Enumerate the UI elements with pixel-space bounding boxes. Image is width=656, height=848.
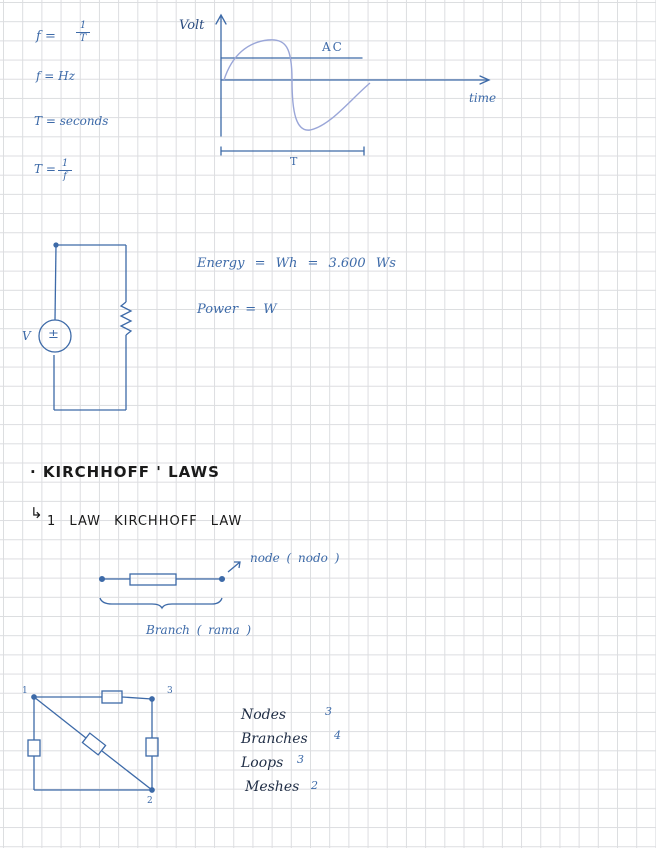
period-fraction: 1 f	[58, 159, 72, 182]
network-node-1-label: 1	[22, 686, 28, 696]
net-node-1-dot	[31, 694, 37, 700]
branch-label: Branch ( rama )	[146, 623, 252, 637]
circuit-corner-dot	[53, 242, 59, 248]
law1-arrow: ↳	[30, 504, 43, 522]
net-diagonal-lower	[101, 750, 153, 791]
branch-sketch	[98, 561, 241, 610]
node-label: node ( nodo )	[250, 551, 340, 565]
stat-label: Meshes	[245, 779, 300, 795]
frequency-formula-lhs: f =	[36, 29, 56, 44]
branch-brace	[99, 597, 223, 610]
waveform-graph	[215, 13, 491, 156]
wire-left-top	[54, 244, 57, 321]
net-wire-top-right	[121, 696, 153, 700]
period-fraction-numerator: 1	[61, 158, 69, 169]
period-unit: T = seconds	[34, 114, 109, 128]
stat-value: 2	[311, 779, 318, 792]
fraction-bar	[76, 32, 90, 33]
frequency-fraction-numerator: 1	[79, 20, 87, 31]
stat-value: 3	[325, 705, 332, 718]
period-formula-lhs: T =	[34, 162, 56, 176]
network-node-2-label: 2	[147, 796, 153, 806]
stat-label: Nodes	[241, 707, 287, 723]
fraction-bar	[58, 170, 72, 171]
net-resistor-left	[27, 739, 41, 757]
frequency-unit: f = Hz	[36, 69, 75, 83]
frequency-fraction-denominator: T	[79, 33, 87, 44]
sine-wave	[223, 39, 371, 131]
kirchhoff-heading: · KIRCHHOFF ' LAWS	[30, 463, 220, 481]
voltage-source-polarity: ±	[48, 327, 59, 342]
period-label: T	[290, 155, 298, 168]
resistor-zigzag	[119, 301, 133, 336]
network-sketch	[27, 690, 159, 793]
net-resistor-right	[145, 737, 159, 757]
branch-resistor	[129, 573, 177, 586]
ac-label: AC	[322, 40, 344, 54]
x-axis-arrowhead	[479, 75, 491, 85]
power-equation: Power = W	[197, 302, 277, 317]
net-diagonal-upper	[33, 696, 87, 739]
simple-circuit	[38, 242, 133, 411]
period-fraction-denominator: f	[63, 171, 67, 182]
branch-node-left	[98, 575, 106, 583]
y-axis-label: Volt	[179, 18, 205, 33]
net-node-2-dot	[149, 787, 155, 793]
y-axis-arrowhead	[215, 13, 227, 25]
stat-label: Loops	[241, 755, 284, 771]
x-axis-label: time	[469, 91, 497, 105]
voltage-source-label: V	[22, 329, 31, 343]
network-node-3-label: 3	[167, 686, 173, 696]
node-pointer-arrow	[227, 561, 241, 573]
frequency-fraction: 1 T	[76, 21, 90, 44]
net-node-3-dot	[149, 696, 155, 702]
stat-value: 3	[297, 753, 304, 766]
net-resistor-top	[101, 690, 123, 704]
stat-value: 4	[334, 729, 341, 742]
branch-node-right	[218, 575, 226, 583]
law1-title: 1 LAW KIRCHHOFF LAW	[47, 514, 243, 529]
energy-equation: Energy = Wh = 3.600 Ws	[197, 256, 396, 271]
stat-label: Branches	[241, 731, 308, 747]
net-resistor-diagonal	[81, 732, 107, 756]
